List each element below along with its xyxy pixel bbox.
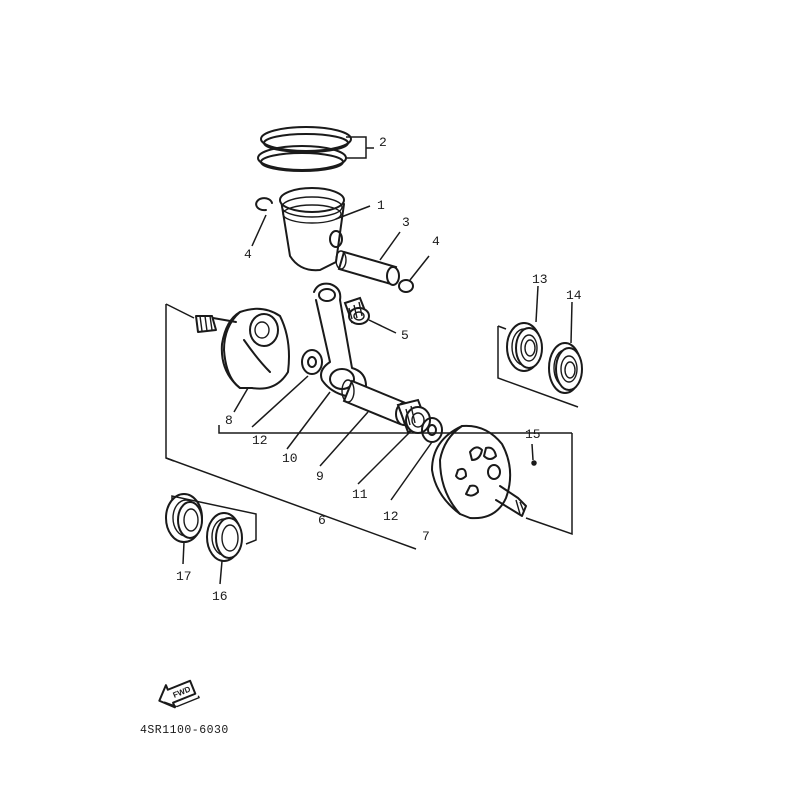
callout-8: 8 xyxy=(225,413,233,428)
piston-rings xyxy=(257,126,374,172)
piston-pin-clip-left xyxy=(251,197,273,247)
callout-16: 16 xyxy=(212,589,228,604)
bearing-13 xyxy=(506,285,543,372)
callout-4-left: 4 xyxy=(244,247,252,262)
thrust-washer-left xyxy=(301,349,323,375)
crankshaft-left xyxy=(195,307,290,390)
bearing-14 xyxy=(548,301,583,394)
callout-11: 11 xyxy=(352,487,368,502)
callout-4-right: 4 xyxy=(432,234,440,249)
diagram-code: 4SR1100-6030 xyxy=(140,724,229,737)
callout-12-right: 12 xyxy=(383,509,399,524)
callout-2: 2 xyxy=(379,135,387,150)
callout-13: 13 xyxy=(532,272,548,287)
bearing-16 xyxy=(206,512,243,585)
piston-pin-clip-right xyxy=(398,255,430,293)
crank-pin xyxy=(341,379,413,426)
callout-14: 14 xyxy=(566,288,582,303)
oil-seal-17 xyxy=(165,493,203,565)
callout-17: 17 xyxy=(176,569,192,584)
callout-3: 3 xyxy=(402,215,410,230)
big-end-bearing xyxy=(396,398,431,434)
piston-pin xyxy=(335,231,401,286)
callout-10: 10 xyxy=(282,451,298,466)
assembly-brackets xyxy=(165,303,579,550)
callout-12-left: 12 xyxy=(252,433,268,448)
crankshaft-right xyxy=(431,424,537,520)
piston xyxy=(279,187,371,272)
callout-7: 7 xyxy=(422,529,430,544)
callout-6: 6 xyxy=(318,513,326,528)
callout-15: 15 xyxy=(525,427,541,442)
callout-5: 5 xyxy=(401,328,409,343)
fwd-arrow-icon: FWD xyxy=(158,679,200,709)
small-end-bearing xyxy=(343,296,397,334)
callout-1: 1 xyxy=(377,198,385,213)
callout-9: 9 xyxy=(316,469,324,484)
